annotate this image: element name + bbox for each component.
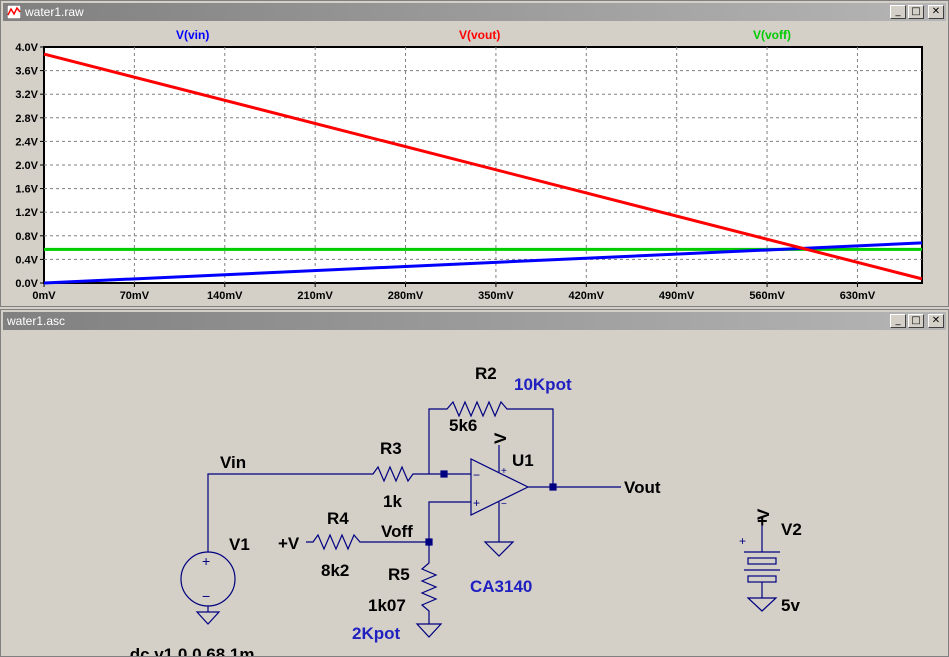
label-v2-value[interactable]: 5v bbox=[781, 596, 800, 615]
x-tick-label: 350mV bbox=[478, 290, 514, 302]
y-tick-label: 2.8V bbox=[15, 113, 38, 125]
close-button[interactable]: ✕ bbox=[928, 5, 944, 19]
x-tick-label: 280mV bbox=[388, 290, 424, 302]
y-tick-label: 4.0V bbox=[15, 42, 38, 54]
legend-vin[interactable]: V(vin) bbox=[176, 28, 209, 42]
legend-voff[interactable]: V(voff) bbox=[753, 28, 791, 42]
opamp-plus-label: + bbox=[473, 496, 480, 510]
minimize-button[interactable]: _ bbox=[890, 314, 906, 328]
label-r3[interactable]: R3 bbox=[380, 439, 402, 458]
waveform-window: water1.raw _ □ ✕ 0.0V 0.4V 0.8V 1.2V 1.6V 2.0… bbox=[0, 0, 949, 307]
y-tick-label: 3.6V bbox=[15, 66, 38, 78]
y-tick-label: 1.2V bbox=[15, 207, 38, 219]
node-output bbox=[549, 483, 557, 491]
trace-vvin[interactable] bbox=[43, 241, 923, 285]
y-tick-label: 2.0V bbox=[15, 160, 38, 172]
label-vout[interactable]: Vout bbox=[624, 478, 661, 497]
x-tick-label: 70mV bbox=[120, 290, 150, 302]
maximize-button[interactable]: □ bbox=[908, 314, 924, 328]
label-supply-v-opamp: V bbox=[491, 432, 510, 444]
resistor-r3[interactable] bbox=[365, 465, 444, 483]
label-supply-v-battery: V bbox=[754, 508, 773, 520]
schematic-window-title: water1.asc bbox=[7, 314, 66, 328]
src-plus-sign: + bbox=[202, 553, 210, 569]
label-v1[interactable]: V1 bbox=[229, 535, 250, 554]
voltage-source-v1[interactable] bbox=[180, 473, 365, 625]
y-axis-ticks: 0.0V 0.4V 0.8V 1.2V 1.6V 2.0V 2.4V 2.8V 3.2V 3.6V… bbox=[15, 42, 44, 290]
maximize-button[interactable]: □ bbox=[908, 5, 924, 19]
y-tick-label: 0.4V bbox=[15, 254, 38, 266]
opamp-supply-plus: + bbox=[501, 466, 507, 477]
x-tick-label: 0mV bbox=[32, 290, 56, 302]
x-tick-label: 420mV bbox=[569, 290, 605, 302]
minimize-button[interactable]: _ bbox=[890, 5, 906, 19]
y-tick-label: 3.2V bbox=[15, 89, 38, 101]
label-r4[interactable]: R4 bbox=[327, 509, 349, 528]
battery-supply-plus: + bbox=[757, 511, 768, 531]
x-axis-ticks: 0mV 70mV 140mV 210mV 280mV 350mV 420mV 490mV 560… bbox=[32, 283, 876, 302]
waveform-app-icon bbox=[7, 5, 21, 19]
label-r3-value[interactable]: 1k bbox=[383, 492, 402, 511]
traces bbox=[43, 52, 923, 285]
x-tick-label: 560mV bbox=[749, 290, 785, 302]
label-u1-model[interactable]: CA3140 bbox=[470, 577, 532, 596]
opamp-u1[interactable] bbox=[470, 445, 530, 557]
src-minus-sign: − bbox=[202, 588, 210, 604]
label-r4-value[interactable]: 8k2 bbox=[321, 561, 349, 580]
label-u1[interactable]: U1 bbox=[512, 451, 534, 470]
label-r5[interactable]: R5 bbox=[388, 565, 410, 584]
label-v2[interactable]: V2 bbox=[781, 520, 802, 539]
schematic-canvas[interactable]: + − − + + − bbox=[1, 330, 948, 656]
waveform-titlebar[interactable]: water1.raw _ □ ✕ bbox=[3, 3, 946, 21]
label-r2-value[interactable]: 5k6 bbox=[449, 416, 477, 435]
wire-noninverting bbox=[428, 501, 471, 542]
schematic-window: water1.asc _ □ ✕ + − bbox=[0, 309, 949, 657]
y-tick-label: 1.6V bbox=[15, 184, 38, 196]
label-r5-note[interactable]: 2Kpot bbox=[352, 624, 401, 643]
y-tick-label: 2.4V bbox=[15, 136, 38, 148]
label-r2[interactable]: R2 bbox=[475, 364, 497, 383]
waveform-plot[interactable]: 0.0V 0.4V 0.8V 1.2V 1.6V 2.0V 2.4V 2.8V 3.2V 3.6V… bbox=[1, 21, 948, 306]
y-tick-label: 0.8V bbox=[15, 231, 38, 243]
x-tick-label: 140mV bbox=[207, 290, 243, 302]
close-button[interactable]: ✕ bbox=[928, 314, 944, 328]
waveform-window-title: water1.raw bbox=[25, 5, 84, 19]
label-voff[interactable]: Voff bbox=[381, 522, 413, 541]
resistor-r5[interactable] bbox=[415, 542, 443, 638]
resistor-r4[interactable] bbox=[306, 533, 429, 551]
x-tick-label: 210mV bbox=[297, 290, 333, 302]
x-tick-label: 630mV bbox=[840, 290, 876, 302]
trace-vvout[interactable] bbox=[43, 52, 923, 281]
opamp-minus-label: − bbox=[473, 468, 480, 482]
label-r2-note[interactable]: 10Kpot bbox=[514, 375, 572, 394]
x-tick-label: 490mV bbox=[659, 290, 695, 302]
legend-vout[interactable]: V(vout) bbox=[459, 28, 500, 42]
y-tick-label: 0.0V bbox=[15, 278, 38, 290]
resistor-r2[interactable] bbox=[428, 400, 554, 487]
grid-lines bbox=[44, 47, 922, 283]
schematic-titlebar[interactable]: water1.asc _ □ ✕ bbox=[3, 312, 946, 330]
node-voff bbox=[425, 538, 433, 546]
node-inverting bbox=[440, 470, 448, 478]
battery-plus-sign: + bbox=[739, 534, 746, 548]
sim-command[interactable]: .dc v1 0 0.68 1m bbox=[125, 645, 254, 656]
voltage-source-v2[interactable] bbox=[744, 516, 780, 612]
label-vin[interactable]: Vin bbox=[220, 453, 246, 472]
label-r5-value[interactable]: 1k07 bbox=[368, 596, 406, 615]
label-plus-v[interactable]: +V bbox=[278, 534, 300, 553]
opamp-supply-minus: − bbox=[501, 499, 507, 510]
